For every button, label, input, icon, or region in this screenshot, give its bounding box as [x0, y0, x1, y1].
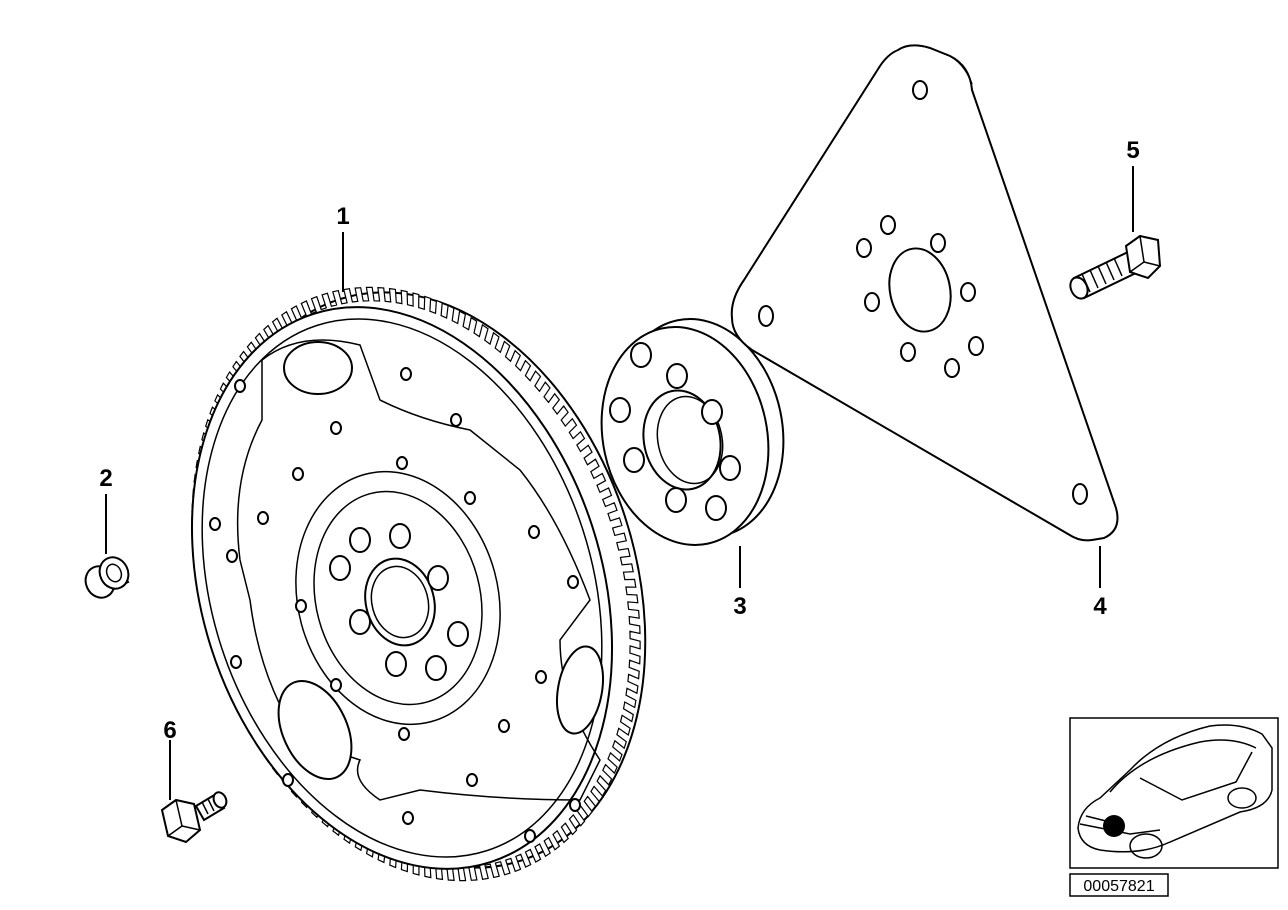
callout-5: 5: [1126, 137, 1139, 164]
doc-id-box: [1069, 873, 1169, 897]
bushing-icon: [84, 556, 130, 599]
hex-bolt-icon: [1069, 234, 1162, 300]
callout-1: 1: [336, 203, 349, 230]
locator-inset: 00057821: [1069, 717, 1279, 897]
locator-dot: [1103, 815, 1125, 837]
car-locator-icon: [1077, 724, 1273, 859]
flex-plate-icon: [730, 44, 1119, 542]
callout-4: 4: [1093, 593, 1107, 620]
hex-bolt-icon: [160, 791, 228, 844]
flywheel-icon: [190, 286, 647, 882]
doc-id: 00057821: [1083, 878, 1154, 895]
callout-6: 6: [163, 717, 176, 744]
callout-2: 2: [99, 465, 112, 492]
callout-3: 3: [733, 593, 746, 620]
spacer-ring-icon: [600, 318, 785, 546]
